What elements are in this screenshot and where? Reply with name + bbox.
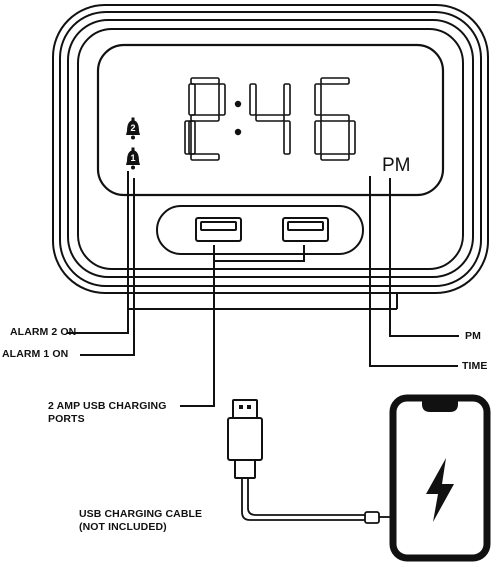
usb-cable-cord xyxy=(241,478,365,521)
time-digit xyxy=(314,77,356,161)
alarm-2-bell-icon: 2 xyxy=(126,117,140,140)
digit-segment xyxy=(255,114,285,122)
time-digit xyxy=(184,77,226,161)
time-colon xyxy=(234,100,242,136)
usb-ports-label-line1: 2 AMP USB CHARGING xyxy=(48,400,167,412)
digit-segment xyxy=(320,114,350,122)
usb-ports-label-line2: PORTS xyxy=(48,413,85,425)
digit-segment xyxy=(320,153,350,161)
usb-ports-leader xyxy=(180,261,215,407)
digit-segment xyxy=(190,153,220,161)
digit-segment xyxy=(314,83,322,116)
clock-base xyxy=(127,293,398,310)
usb-ports-bracket xyxy=(213,245,305,262)
digit-segment xyxy=(283,83,291,116)
time-digit xyxy=(249,83,291,155)
pm-label: PM xyxy=(465,330,481,342)
digit-segment xyxy=(184,120,192,155)
time-label: TIME xyxy=(462,360,488,372)
callout-leader-lines xyxy=(67,171,459,407)
digit-segment xyxy=(190,77,220,85)
alarm-1-leader xyxy=(80,178,135,356)
usb-port-panel xyxy=(156,205,364,255)
display-window xyxy=(96,43,445,197)
clock-shell-ring-3 xyxy=(67,19,474,278)
alarm-2-on-label: ALARM 2 ON xyxy=(10,326,77,338)
alarm-2-leader xyxy=(67,171,129,334)
usb-port-icon xyxy=(195,217,242,242)
digit-segment xyxy=(218,83,226,116)
alarm-1-badge: 1 xyxy=(130,153,135,163)
pm-leader xyxy=(389,178,459,337)
time-digits xyxy=(184,77,356,161)
time-digit xyxy=(188,83,196,155)
usb-ports-label: 2 AMP USB CHARGING PORTS xyxy=(48,400,166,426)
usb-plug-icon xyxy=(227,399,263,479)
clock-shell-ring-2 xyxy=(59,11,482,287)
lightning-bolt-icon xyxy=(426,458,454,522)
alarm-1-bell-icon: 1 xyxy=(126,147,140,170)
usb-cable-label-line2: (NOT INCLUDED) xyxy=(79,521,167,533)
clock-face xyxy=(77,28,464,270)
digit-segment xyxy=(188,120,196,155)
digit-segment xyxy=(190,114,220,122)
digit-segment xyxy=(188,83,196,116)
smartphone-icon xyxy=(389,394,491,562)
alarm-1-on-label: ALARM 1 ON xyxy=(2,348,69,360)
digit-segment xyxy=(314,120,322,155)
alarm-2-badge: 2 xyxy=(130,123,135,133)
digit-segment xyxy=(348,120,356,155)
time-leader xyxy=(369,176,458,367)
clock-outer-shell xyxy=(52,4,489,294)
usb-cable-label: USB CHARGING CABLE (NOT INCLUDED) xyxy=(79,508,202,534)
digit-segment xyxy=(283,120,291,155)
clock-body xyxy=(52,4,489,294)
display-pm-indicator: PM xyxy=(382,155,411,176)
usb-cable-label-line1: USB CHARGING CABLE xyxy=(79,508,203,520)
digit-segment xyxy=(320,77,350,85)
digit-segment xyxy=(249,83,257,116)
cable-connector-tip xyxy=(364,511,390,524)
usb-port-icon xyxy=(282,217,329,242)
